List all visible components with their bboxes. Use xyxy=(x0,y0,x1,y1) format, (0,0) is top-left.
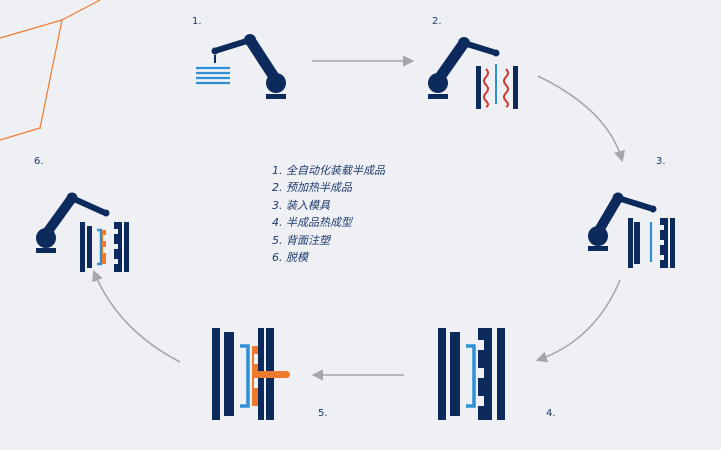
step-legend: 1. 全自动化装载半成品 2. 预加热半成品 3. 装入模具 4. 半成品热成型… xyxy=(272,162,385,266)
step-6-number: 6. xyxy=(34,156,44,167)
arrow-3-to-4 xyxy=(535,279,621,363)
blank-stack xyxy=(196,66,230,85)
step-4-illustration xyxy=(438,328,505,420)
step-2-number: 2. xyxy=(432,16,442,27)
mold-icon xyxy=(438,328,505,420)
legend-item-5: 5. 背面注塑 xyxy=(272,233,330,247)
cycle-arrows xyxy=(92,55,625,381)
step-1-number: 1. xyxy=(192,16,202,27)
mold-icon xyxy=(628,218,675,268)
robot-arm-icon xyxy=(36,192,110,253)
injection-nozzle-icon xyxy=(256,371,290,378)
robot-arm-icon xyxy=(428,37,500,99)
legend-item-1: 1. 全自动化装载半成品 xyxy=(272,164,385,177)
heater-icon xyxy=(476,64,518,109)
legend-item-6: 6. 脱模 xyxy=(272,251,308,265)
step-5-number: 5. xyxy=(318,408,328,419)
mold-icon xyxy=(80,222,129,272)
step-3-number: 3. xyxy=(656,156,666,167)
legend-item-3: 3. 装入模具 xyxy=(272,198,330,212)
step-1-illustration xyxy=(196,34,286,99)
step-5-illustration xyxy=(212,328,290,420)
step-2-illustration xyxy=(428,37,518,109)
decorative-corner-lines xyxy=(0,0,101,141)
legend-item-2: 2. 预加热半成品 xyxy=(272,181,352,195)
step-6-illustration xyxy=(36,192,129,272)
robot-arm-icon xyxy=(211,34,286,99)
arrow-2-to-3 xyxy=(537,75,625,163)
step-3-illustration xyxy=(588,192,675,268)
robot-arm-icon xyxy=(588,192,657,251)
arrow-5-to-6 xyxy=(92,269,181,363)
legend-item-4: 4. 半成品热成型 xyxy=(272,216,352,230)
step-4-number: 4. xyxy=(546,408,556,419)
